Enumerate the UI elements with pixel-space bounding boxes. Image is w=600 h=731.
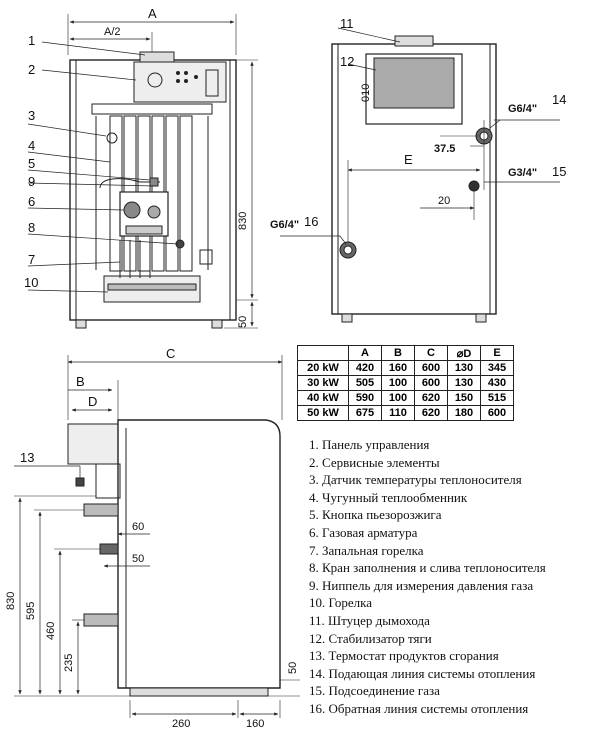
side-view	[14, 355, 300, 718]
callout-13: 13	[20, 450, 34, 465]
front-callouts: 1 2 3 4 5 9 6 8 7 10	[24, 33, 38, 290]
legend-item: 13. Термостат продуктов сгорания	[309, 648, 499, 664]
dim-e: E	[404, 152, 413, 167]
callout-8: 8	[28, 220, 35, 235]
legend-item: 10. Горелка	[309, 595, 373, 611]
legend-item: 15. Подсоединение газа	[309, 683, 440, 699]
dim-a-half-label: A/2	[104, 26, 121, 38]
legend-item: 12. Стабилизатор тяги	[309, 630, 432, 646]
spec-row: 20 kW 420 160 600 130 345	[297, 360, 514, 376]
spec-cell: 180	[447, 405, 481, 421]
dim-830-side: 830	[5, 592, 17, 610]
front-dim-50: 50	[237, 316, 249, 328]
legend-item: 3. Датчик температуры теплоносителя	[309, 472, 522, 488]
dim-235: 235	[63, 654, 75, 672]
spec-cell: 590	[348, 390, 382, 406]
spec-cell: 430	[480, 375, 514, 391]
spec-cell: 620	[414, 405, 448, 421]
spec-cell: 420	[348, 360, 382, 376]
callout-9: 9	[28, 174, 35, 189]
spec-cell: 20 kW	[297, 360, 349, 376]
spec-header-cell: A	[348, 345, 382, 361]
front-view	[27, 14, 258, 329]
spec-cell: 600	[414, 360, 448, 376]
legend-item: 16. Обратная линия системы отопления	[309, 700, 529, 716]
spec-header-row: A B C ⌀D E	[297, 345, 514, 361]
legend-item: 11. Штуцер дымохода	[309, 612, 430, 628]
dim-37-5: 37.5	[434, 143, 455, 155]
callout-16: 16	[304, 214, 318, 229]
spec-row: 40 kW 590 100 620 150 515	[297, 390, 514, 406]
spec-cell: 130	[447, 360, 481, 376]
thread-16: G6/4"	[270, 219, 299, 231]
spec-header-cell: E	[480, 345, 514, 361]
stabilizer-marking: 010	[360, 84, 372, 102]
spec-cell: 50 kW	[297, 405, 349, 421]
callout-4: 4	[28, 138, 35, 153]
spec-header-cell: B	[381, 345, 415, 361]
legend-item: 4. Чугунный теплообменник	[309, 489, 468, 505]
spec-row: 50 kW 675 110 620 180 600	[297, 405, 514, 421]
dim-60: 60	[132, 521, 144, 533]
spec-cell: 30 kW	[297, 375, 349, 391]
legend-item: 2. Сервисные элементы	[309, 454, 440, 470]
callout-11: 11	[340, 16, 354, 31]
callout-7: 7	[28, 252, 35, 267]
rear-view	[280, 27, 560, 323]
legend-item: 1. Панель управления	[309, 437, 430, 452]
legend-item: 6. Газовая арматура	[309, 524, 418, 540]
spec-cell: 150	[447, 390, 481, 406]
parts-legend: 1. Панель управления 2. Сервисные элемен…	[309, 436, 546, 718]
dim-20: 20	[438, 195, 450, 207]
spec-cell: 100	[381, 390, 415, 406]
spec-header-cell	[297, 345, 349, 361]
spec-cell: 620	[414, 390, 448, 406]
callout-6: 6	[28, 194, 35, 209]
spec-cell: 600	[480, 405, 514, 421]
spec-cell: 130	[447, 375, 481, 391]
dim-260: 260	[172, 718, 190, 730]
thread-15: G3/4"	[508, 167, 537, 179]
legend-item: 9. Ниппель для измерения давления газа	[309, 577, 534, 593]
legend-item: 8. Кран заполнения и слива теплоносителя	[309, 560, 546, 576]
callout-12: 12	[340, 54, 354, 69]
spec-cell: 675	[348, 405, 382, 421]
dim-460: 460	[45, 622, 57, 640]
legend-item: 5. Кнопка пьезорозжига	[309, 507, 442, 523]
spec-cell: 515	[480, 390, 514, 406]
spec-cell: 160	[381, 360, 415, 376]
dim-50-inner: 50	[132, 553, 144, 565]
spec-cell: 345	[480, 360, 514, 376]
spec-cell: 110	[381, 405, 415, 421]
spec-cell: 505	[348, 375, 382, 391]
callout-10: 10	[24, 275, 38, 290]
dim-a-label: A	[148, 6, 157, 21]
dim-595: 595	[25, 602, 37, 620]
dim-50-bottom: 50	[287, 662, 299, 674]
callout-3: 3	[28, 108, 35, 123]
spec-header-cell: C	[414, 345, 448, 361]
spec-cell: 100	[381, 375, 415, 391]
spec-cell: 600	[414, 375, 448, 391]
callout-1: 1	[28, 33, 35, 48]
callout-15: 15	[552, 164, 566, 179]
front-dim-830: 830	[237, 212, 249, 230]
spec-row: 30 kW 505 100 600 130 430	[297, 375, 514, 391]
dim-b: B	[76, 374, 85, 389]
spec-header-cell: ⌀D	[447, 345, 481, 361]
legend-item: 7. Запальная горелка	[309, 542, 424, 558]
callout-2: 2	[28, 62, 35, 77]
callout-14: 14	[552, 92, 566, 107]
legend-item: 14. Подающая линия системы отопления	[309, 665, 536, 681]
spec-table: A B C ⌀D E 20 kW 420 160 600 130 345 30 …	[297, 345, 514, 421]
spec-cell: 40 kW	[297, 390, 349, 406]
thread-14: G6/4"	[508, 103, 537, 115]
callout-5: 5	[28, 156, 35, 171]
dim-160: 160	[246, 718, 264, 730]
dim-d: D	[88, 394, 97, 409]
dim-c: C	[166, 346, 175, 361]
